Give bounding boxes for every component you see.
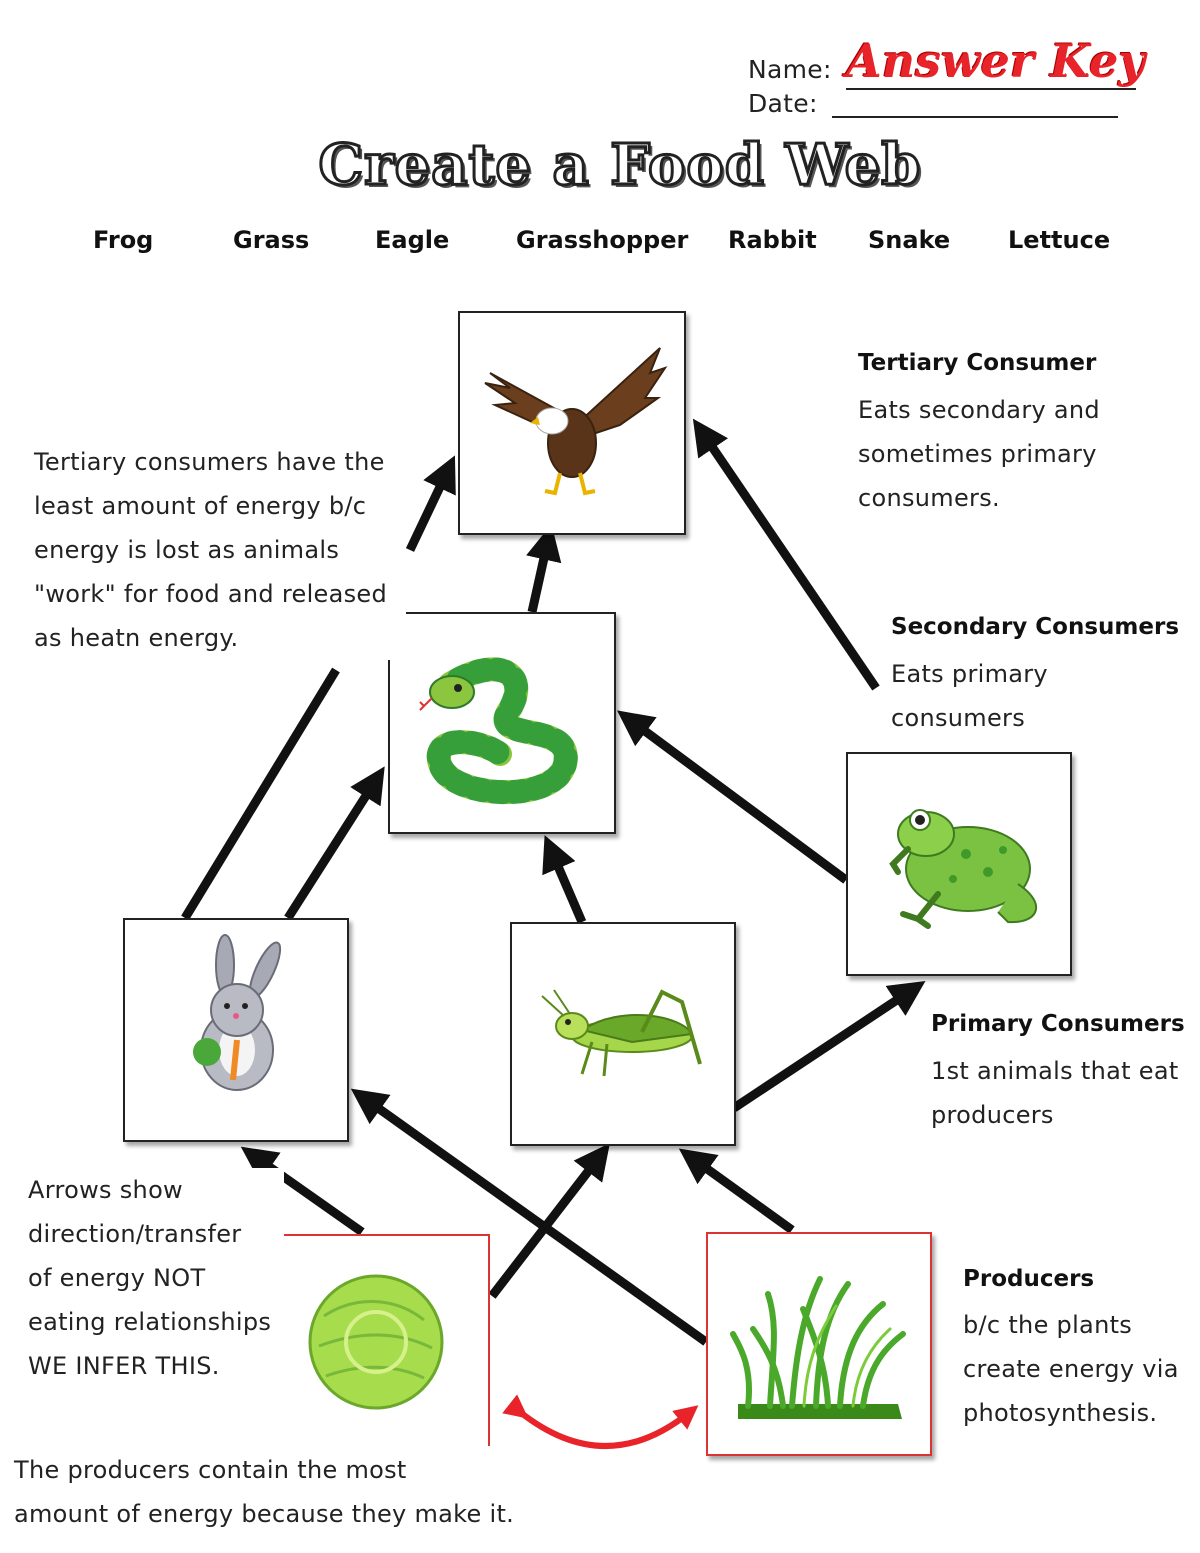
primary-heading: Primary Consumers — [931, 1011, 1185, 1037]
word-bank-item: Snake — [868, 226, 951, 254]
secondary-line: Eats primary — [891, 660, 1048, 688]
grasshopper-icon — [541, 989, 702, 1077]
rabbit-icon — [193, 934, 282, 1091]
date-underline — [832, 116, 1118, 118]
note-line: WE INFER THIS. — [28, 1352, 220, 1380]
arrow-rabbit-snake — [284, 766, 385, 921]
producers-line: create energy via — [963, 1355, 1179, 1383]
arrow-rabbit-eagle-lower — [181, 667, 340, 921]
arrow-frog-snake — [616, 710, 849, 884]
arrow-grass-rabbit — [350, 1088, 709, 1346]
tertiary-energy-note: Tertiary consumers have the least amount… — [34, 440, 406, 660]
grass-box — [706, 1232, 932, 1456]
snake-box — [388, 612, 616, 834]
word-bank-item: Lettuce — [1008, 226, 1111, 254]
frog-box — [846, 752, 1072, 976]
word-bank-item: Eagle — [375, 226, 450, 254]
name-label: Name: — [748, 55, 832, 84]
word-bank-item: Frog — [93, 226, 154, 254]
lettuce-box — [264, 1234, 490, 1446]
arrow-lettuce-grasshopper — [488, 1143, 610, 1299]
note-line: of energy NOT — [28, 1264, 206, 1292]
note-line: amount of energy because they make it. — [14, 1500, 515, 1528]
grasshopper-box — [510, 922, 736, 1146]
tertiary-line: Eats secondary and — [858, 396, 1100, 424]
note-line: The producers contain the most — [14, 1456, 407, 1484]
date-label: Date: — [748, 89, 818, 118]
note-line: direction/transfer — [28, 1220, 242, 1248]
note-line: as heatn energy. — [34, 624, 239, 652]
primary-line: 1st animals that eat — [931, 1057, 1179, 1085]
tertiary-line: sometimes primary — [858, 440, 1097, 468]
arrow-grasshopper-frog — [731, 981, 926, 1112]
word-bank-item: Grasshopper — [516, 226, 689, 254]
arrow-grass-grasshopper — [678, 1148, 795, 1234]
tertiary-line: consumers. — [858, 484, 1000, 512]
name-value: Answer Key — [846, 34, 1146, 88]
note-line: Arrows show — [28, 1176, 183, 1204]
tertiary-heading: Tertiary Consumer — [858, 350, 1097, 376]
producers-energy-note: The producers contain the most amount of… — [14, 1448, 574, 1536]
producers-line: photosynthesis. — [963, 1399, 1158, 1427]
arrow-snake-eagle — [526, 524, 562, 613]
producers-heading: Producers — [963, 1266, 1095, 1292]
eagle-icon — [484, 347, 668, 496]
red-double-arrow — [502, 1394, 699, 1449]
page-title: Create a Food Web — [317, 131, 922, 200]
arrow-frog-eagle — [692, 418, 880, 691]
arrow-grasshopper-snake — [542, 835, 587, 924]
note-line: eating relationships — [28, 1308, 272, 1336]
name-underline — [846, 88, 1136, 90]
rabbit-box — [123, 918, 349, 1142]
secondary-line: consumers — [891, 704, 1026, 732]
snake-icon — [419, 657, 578, 805]
note-line: least amount of energy b/c — [34, 492, 367, 520]
lettuce-icon — [308, 1274, 444, 1410]
eagle-box — [458, 311, 686, 535]
primary-line: producers — [931, 1101, 1054, 1129]
arrow-rabbit-eagle-upper — [405, 455, 456, 552]
secondary-heading: Secondary Consumers — [891, 614, 1180, 640]
note-line: energy is lost as animals — [34, 536, 340, 564]
grass-icon — [730, 1276, 906, 1419]
word-bank-item: Rabbit — [728, 226, 817, 254]
frog-icon — [889, 809, 1038, 929]
word-bank-item: Grass — [233, 226, 310, 254]
arrows-note: Arrows show direction/transfer of energy… — [28, 1168, 284, 1388]
note-line: Tertiary consumers have the — [34, 448, 385, 476]
producers-line: b/c the plants — [963, 1311, 1133, 1339]
note-line: "work" for food and released — [34, 580, 388, 608]
